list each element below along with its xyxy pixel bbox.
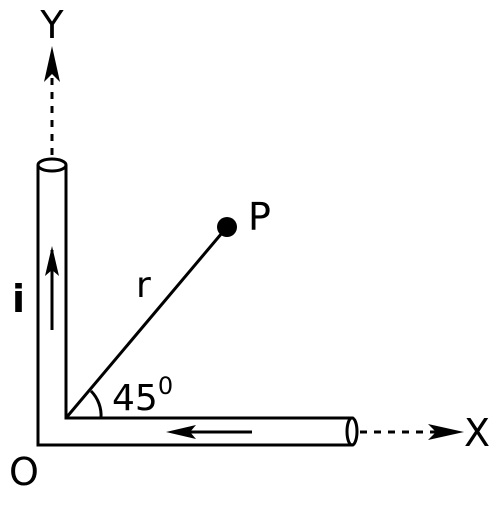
current-arrow-left-head [166, 425, 196, 439]
x-axis-arrowhead [428, 424, 464, 440]
l-shaped-wire [36, 165, 354, 447]
radius-label: r [136, 265, 151, 306]
current-arrow-up-head [45, 246, 59, 276]
angle-arc [89, 389, 103, 419]
current-label: i [12, 277, 25, 321]
x-axis-label: X [464, 411, 490, 455]
origin-label: O [9, 450, 39, 494]
y-axis-arrowhead [44, 46, 60, 82]
vertical-wire-end-cap [36, 157, 68, 173]
point-label: P [248, 195, 271, 239]
point-p-dot [217, 217, 237, 237]
angle-degree-superscript: 0 [158, 372, 173, 400]
angle-value: 45 [112, 378, 158, 419]
y-axis-label: Y [39, 3, 64, 47]
radius-line [64, 226, 229, 419]
angle-label: 450 [112, 372, 173, 419]
horizontal-wire-end-cap [345, 416, 359, 447]
